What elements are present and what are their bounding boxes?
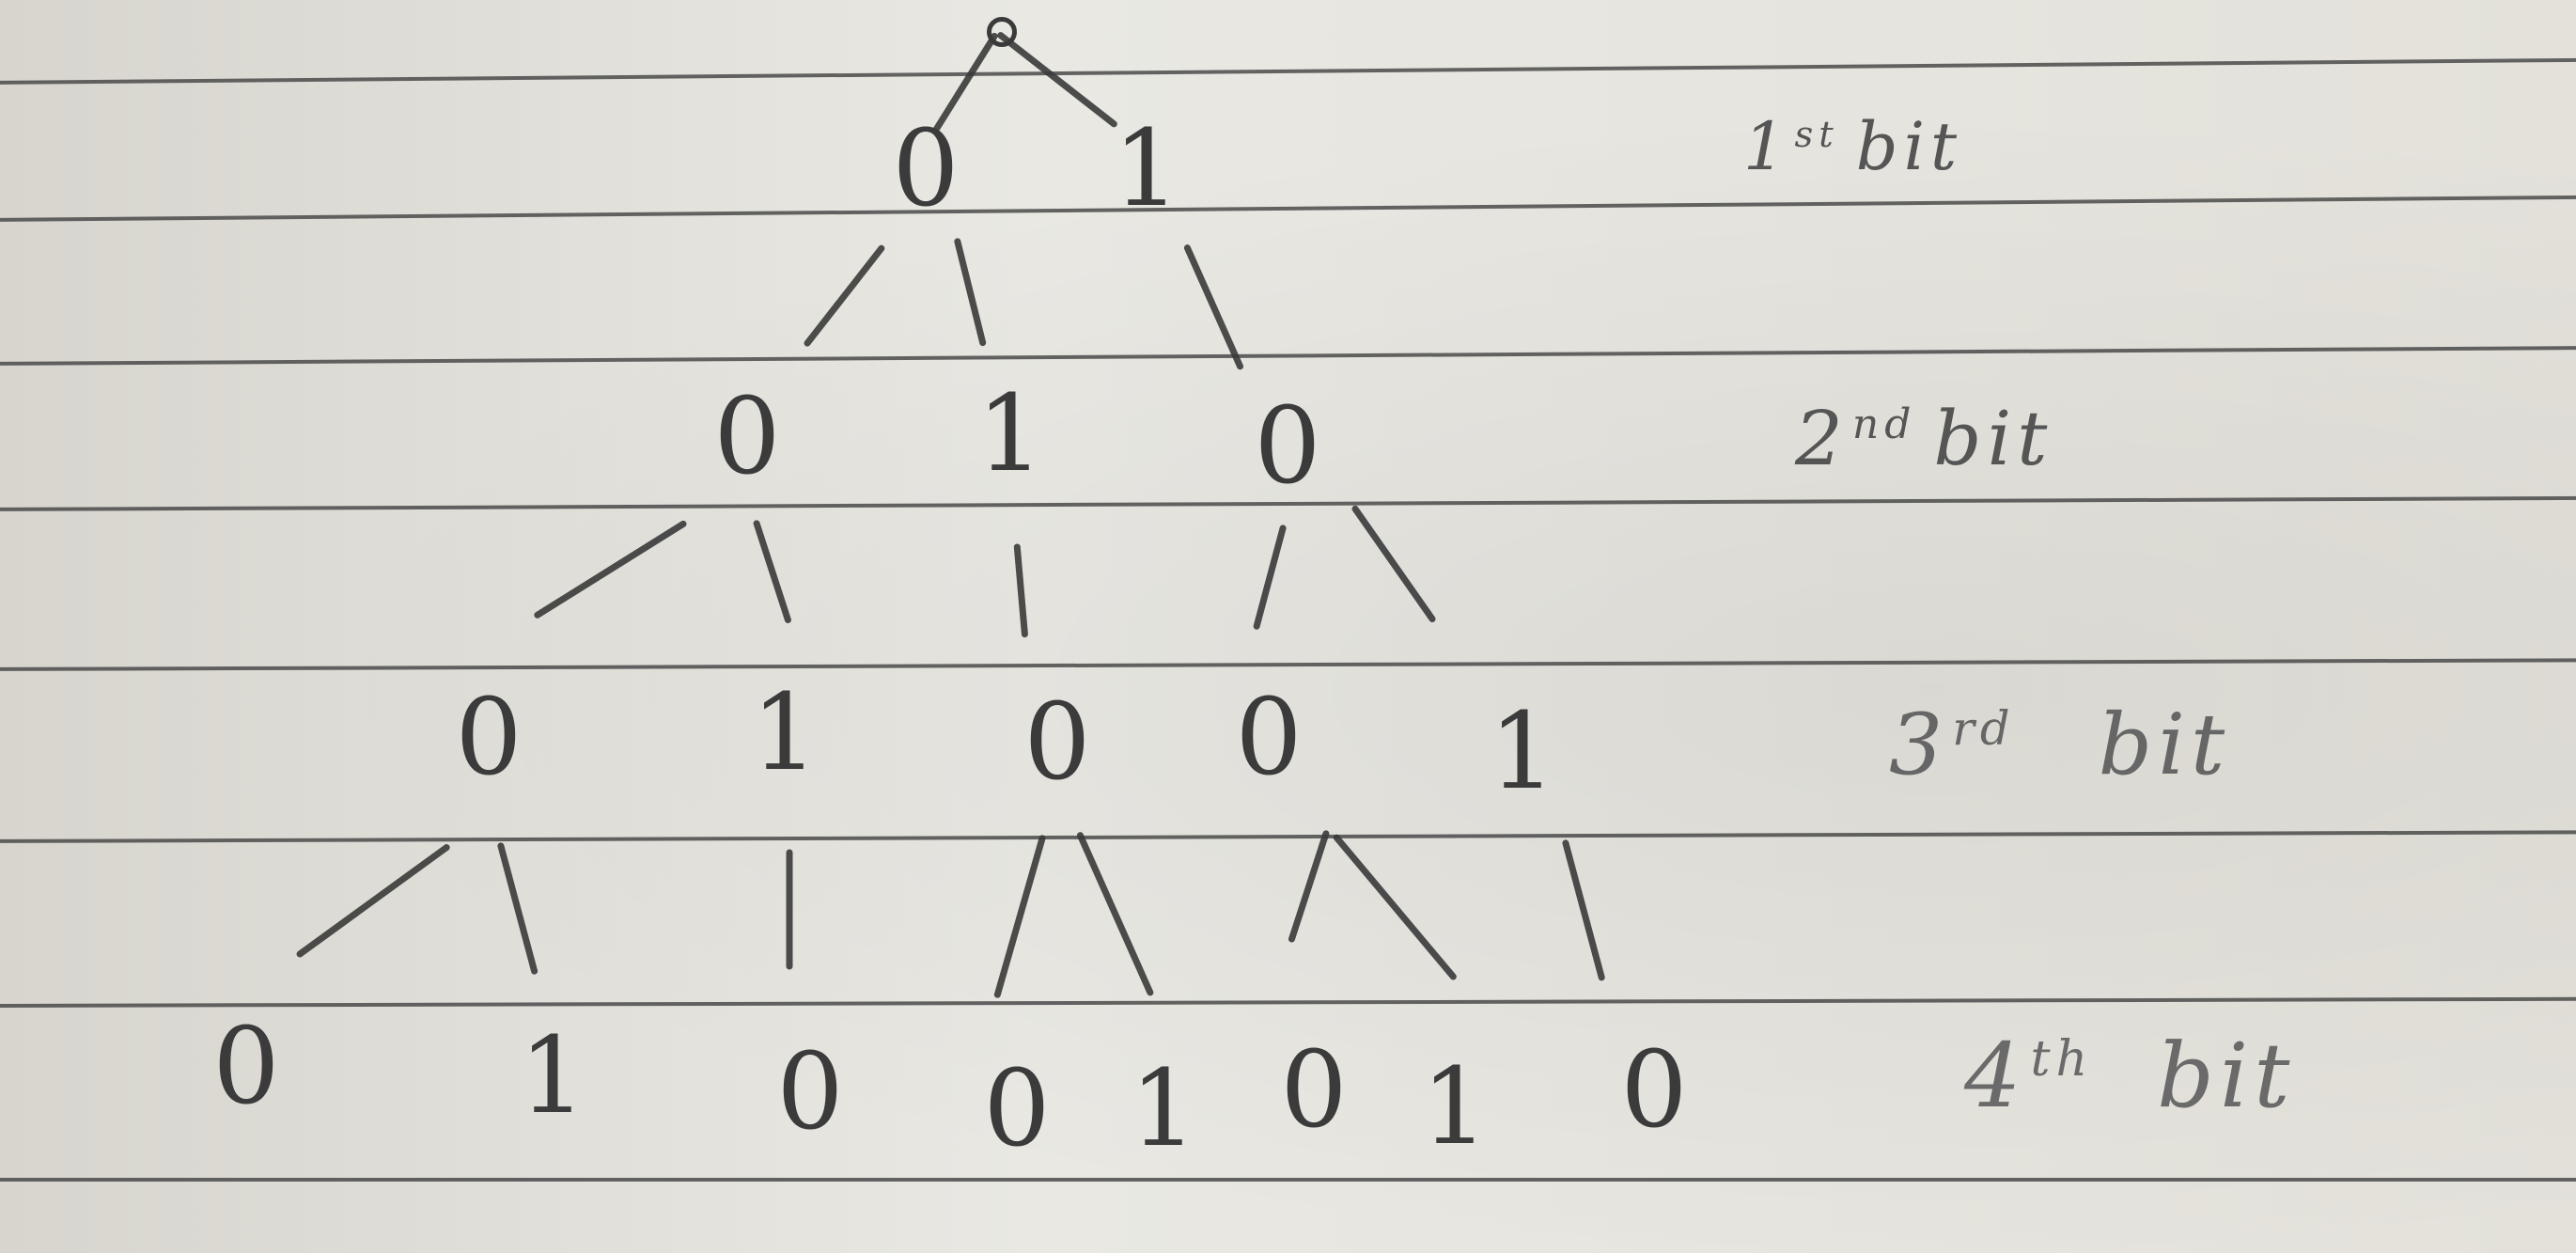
tree-edge bbox=[1332, 833, 1459, 981]
tree-edge bbox=[533, 519, 688, 620]
node-level4-6: 1 bbox=[1421, 1046, 1489, 1168]
root-node bbox=[987, 17, 1017, 47]
tree-edge bbox=[295, 842, 452, 959]
node-level1-0: 0 bbox=[892, 108, 960, 230]
tree-edge bbox=[1075, 831, 1155, 997]
node-level4-5: 0 bbox=[1280, 1029, 1348, 1151]
tree-edge bbox=[1013, 543, 1029, 638]
node-level4-3: 0 bbox=[983, 1048, 1051, 1170]
ruled-line bbox=[0, 57, 2576, 85]
tree-edge bbox=[496, 841, 539, 976]
node-level4-4: 1 bbox=[1130, 1048, 1197, 1170]
ruled-line bbox=[0, 1178, 2576, 1182]
ruled-line bbox=[0, 658, 2576, 671]
node-level4-7: 0 bbox=[1620, 1029, 1688, 1151]
tree-edge bbox=[786, 849, 793, 970]
ruled-line bbox=[0, 830, 2576, 843]
node-level2-2: 0 bbox=[1254, 385, 1321, 508]
node-level4-2: 0 bbox=[776, 1031, 844, 1153]
tree-edge bbox=[1252, 524, 1288, 631]
ruled-line bbox=[0, 996, 2576, 1008]
node-level4-0: 0 bbox=[212, 1006, 280, 1128]
tree-edge bbox=[995, 30, 1119, 129]
tree-edge bbox=[1182, 243, 1245, 371]
tree-edge bbox=[993, 834, 1047, 999]
node-level2-1: 1 bbox=[976, 373, 1044, 495]
node-level4-1: 1 bbox=[519, 1015, 586, 1137]
tree-edge bbox=[1288, 829, 1331, 944]
node-level3-1: 1 bbox=[751, 672, 819, 794]
tree-edge bbox=[752, 519, 792, 624]
tree-edge bbox=[1350, 504, 1437, 624]
node-level3-2: 0 bbox=[1023, 681, 1091, 804]
node-level3-0: 0 bbox=[455, 677, 523, 799]
tree-edge bbox=[953, 237, 987, 347]
node-level3-3: 0 bbox=[1235, 677, 1303, 799]
node-level3-4: 1 bbox=[1489, 691, 1556, 813]
ruled-line bbox=[0, 345, 2576, 366]
ruled-line bbox=[0, 195, 2576, 222]
tree-edge bbox=[1561, 838, 1606, 982]
node-level2-0: 0 bbox=[713, 376, 781, 498]
node-level1-1: 1 bbox=[1113, 108, 1180, 230]
tree-edge bbox=[803, 243, 886, 349]
